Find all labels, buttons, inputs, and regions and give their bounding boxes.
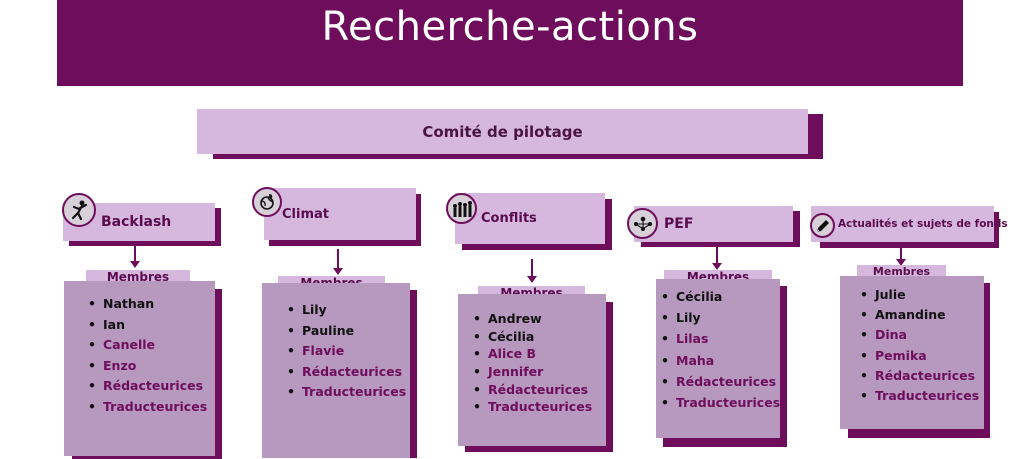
- team-conflits-title: Conflits: [481, 211, 537, 226]
- pen-icon: [810, 213, 835, 238]
- member-item: Traducteurices: [472, 399, 592, 417]
- member-item: Pemika: [859, 348, 979, 368]
- member-item: Traducteurices: [87, 399, 207, 420]
- member-item: Lily: [286, 302, 406, 323]
- team-actu-title-box: [811, 206, 994, 242]
- member-item: Ian: [87, 317, 207, 338]
- member-item: Traducteurices: [859, 388, 979, 408]
- member-item: Julie: [859, 287, 979, 307]
- copil-label: Comité de pilotage: [422, 122, 583, 141]
- team-actu-members: Julie Amandine Dina Pemika Rédacteurices…: [859, 287, 979, 408]
- member-item: Amandine: [859, 307, 979, 327]
- team-actu-title: Actualités et sujets de fonds: [838, 218, 1008, 230]
- member-item: Rédacteurices: [660, 374, 780, 395]
- copil-box: [197, 109, 808, 154]
- member-item: Rédacteurices: [87, 378, 207, 399]
- page-title: Recherche-actions: [321, 4, 699, 50]
- member-item: Cécilia: [660, 289, 780, 310]
- team-actu-membres-label: Membres: [857, 265, 946, 279]
- member-item: Cécilia: [472, 329, 592, 347]
- team-conflits-members: Andrew Cécilia Alice B Jennifer Rédacteu…: [472, 311, 592, 417]
- arrow-conflits: [527, 259, 537, 283]
- arrow-pef: [712, 246, 722, 270]
- header-banner: Recherche-actions: [57, 0, 963, 86]
- member-item: Maha: [660, 353, 780, 374]
- team-pef-title-box: [634, 206, 793, 242]
- globe-leaf-icon: [252, 187, 282, 217]
- member-item: Traducteurices: [660, 395, 780, 416]
- member-item: Rédacteurices: [859, 368, 979, 388]
- member-item: Jennifer: [472, 364, 592, 382]
- fist-raised-icon: [62, 193, 96, 227]
- group-network-icon: [627, 208, 658, 239]
- member-item: Lilas: [660, 331, 780, 352]
- team-conflits-title-box: [455, 193, 605, 244]
- member-item: Dina: [859, 327, 979, 347]
- team-climat-title-box: [264, 188, 416, 240]
- team-backlash-title: Backlash: [101, 214, 172, 230]
- member-item: Lily: [660, 310, 780, 331]
- team-pef-title: PEF: [664, 216, 694, 232]
- member-item: Alice B: [472, 346, 592, 364]
- team-pef-members: Cécilia Lily Lilas Maha Rédacteurices Tr…: [660, 289, 780, 416]
- member-item: Traducteurices: [286, 384, 406, 405]
- member-item: Flavie: [286, 343, 406, 364]
- member-item: Enzo: [87, 358, 207, 379]
- people-march-icon: [446, 193, 477, 224]
- member-item: Nathan: [87, 296, 207, 317]
- member-item: Rédacteurices: [286, 364, 406, 385]
- team-climat-title: Climat: [282, 206, 329, 222]
- member-item: Andrew: [472, 311, 592, 329]
- team-backlash-members: Nathan Ian Canelle Enzo Rédacteurices Tr…: [87, 296, 207, 420]
- team-climat-members: Lily Pauline Flavie Rédacteurices Traduc…: [286, 302, 406, 405]
- arrow-climat: [333, 249, 343, 275]
- arrow-actu: [896, 246, 906, 266]
- team-backlash-membres-label: Membres: [86, 270, 190, 284]
- member-item: Rédacteurices: [472, 382, 592, 400]
- member-item: Canelle: [87, 337, 207, 358]
- member-item: Pauline: [286, 323, 406, 344]
